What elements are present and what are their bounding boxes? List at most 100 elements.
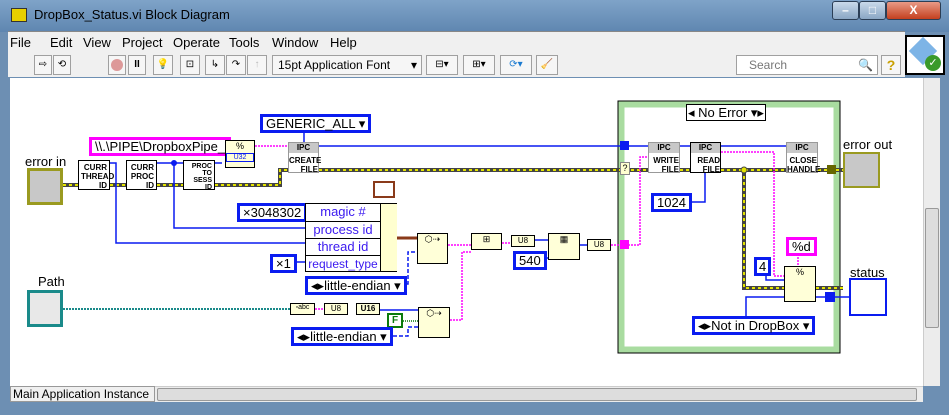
pause-icon[interactable]: II <box>128 55 146 75</box>
path-to-string-node[interactable]: ▫abc <box>290 303 315 315</box>
reorder-icon[interactable]: ⟳▾ <box>500 55 532 75</box>
node-label: CURR <box>130 163 154 172</box>
step-out-icon[interactable]: ↑ <box>247 55 267 75</box>
node-label: FILE <box>300 165 318 174</box>
default-status-value: Not in DropBox <box>711 318 800 333</box>
horizontal-scrollbar[interactable] <box>155 386 923 402</box>
path-label: Path <box>38 274 65 289</box>
node-label: TO <box>202 170 212 177</box>
false-constant[interactable]: F <box>387 313 403 328</box>
to-u16-node[interactable]: U16 <box>356 303 380 315</box>
endian-value: little-endian <box>324 278 391 293</box>
reshape-array-node[interactable]: ▦ <box>548 233 580 260</box>
menu-edit[interactable]: Edit <box>50 35 73 50</box>
run-arrow-icon[interactable]: ⇨ <box>34 55 52 75</box>
horizontal-scroll-thumb[interactable] <box>157 388 917 401</box>
endian-ring-2[interactable]: ◂▸little-endian ▾ <box>291 327 393 346</box>
default-status-ring[interactable]: ◂▸Not in DropBox ▾ <box>692 316 816 335</box>
path-terminal[interactable] <box>27 290 63 327</box>
node-label: HANDLE <box>787 165 821 174</box>
concatenate-strings-node[interactable]: ⊞ <box>471 233 502 250</box>
help-icon[interactable]: ? <box>881 55 901 75</box>
cluster-field-request-type: request_type <box>306 255 380 272</box>
format-string-constant[interactable]: %d <box>786 237 817 256</box>
string-to-u8-node-2[interactable]: U8 <box>324 303 348 315</box>
node-header: IPC <box>691 143 720 153</box>
toolbar: ⇨ ⟲ II 💡 ⊡ ↳ ↷ ↑ 15pt Application Font▾ … <box>8 51 905 77</box>
case-structure-border <box>617 100 841 354</box>
case-selector[interactable]: ◂ No Error ▾▸ <box>686 104 766 121</box>
u8-to-string-node[interactable]: U8 <box>587 239 611 251</box>
retain-wire-values-icon[interactable]: ⊡ <box>180 55 200 75</box>
font-dropdown[interactable]: 15pt Application Font▾ <box>272 55 422 75</box>
vertical-scroll-thumb[interactable] <box>925 208 939 328</box>
status-bar-context: Main Application Instance <box>10 386 155 402</box>
case-structure-frame <box>617 100 841 354</box>
close-button[interactable]: X <box>886 1 941 20</box>
search-input[interactable]: Search <box>749 58 788 72</box>
node-label: CREATE <box>289 156 322 165</box>
error-in-terminal[interactable] <box>27 168 63 205</box>
menu-file[interactable]: File <box>10 35 31 50</box>
node-header: IPC <box>289 143 318 153</box>
bundle-by-name-node[interactable]: magic # process id thread id request_typ… <box>305 203 397 272</box>
node-label: PROC <box>130 172 154 181</box>
step-over-icon[interactable]: ↷ <box>226 55 246 75</box>
size-540-constant[interactable]: 540 <box>513 251 547 270</box>
chevron-down-icon: ▾ <box>358 116 366 131</box>
size-1024-constant[interactable]: 1024 <box>651 193 692 212</box>
search-icon[interactable]: 🔍 <box>858 58 873 72</box>
menu-tools[interactable]: Tools <box>229 35 260 50</box>
step-into-icon[interactable]: ↳ <box>205 55 225 75</box>
status-indicator-terminal[interactable] <box>849 278 887 316</box>
vertical-scrollbar[interactable] <box>923 78 940 386</box>
cluster-field-process-id: process id <box>306 221 380 238</box>
numeric-wires <box>110 131 849 316</box>
magic-constant[interactable]: ×3048302 <box>237 203 308 222</box>
format-into-string-node[interactable]: %U32 <box>225 140 255 168</box>
node-label: FILE <box>702 165 720 174</box>
tunnel <box>620 141 629 150</box>
menu-window[interactable]: Window <box>272 35 319 50</box>
case-selector-terminal[interactable]: ? <box>620 162 630 175</box>
error-out-terminal[interactable] <box>843 152 880 188</box>
distribute-objects-icon[interactable]: ⊞▾ <box>463 55 495 75</box>
endian-ring-1[interactable]: ◂▸little-endian ▾ <box>305 276 407 295</box>
request-type-constant[interactable]: ×1 <box>270 254 297 273</box>
align-objects-icon[interactable]: ⊟▾ <box>426 55 458 75</box>
abort-icon[interactable] <box>108 55 126 75</box>
string-to-u8-node[interactable]: U8 <box>511 235 535 247</box>
menu-help[interactable]: Help <box>330 35 357 50</box>
cluster-field-magic: magic # <box>320 204 366 219</box>
u32-label: U32 <box>226 153 254 162</box>
flatten-to-string-node-2[interactable]: ⬡⇢ <box>418 307 450 338</box>
flatten-to-string-node-1[interactable]: ⬡⇢ <box>417 233 448 264</box>
menu-project[interactable]: Project <box>122 35 163 50</box>
minimize-button[interactable]: – <box>832 1 859 20</box>
string-wires <box>215 145 799 321</box>
search-box[interactable]: Search 🔍 <box>736 55 878 75</box>
generic-all-ring[interactable]: GENERIC_ALL ▾ <box>260 114 372 133</box>
pipe-name-constant[interactable]: \\.\PIPE\DropboxPipe_ <box>89 137 232 156</box>
maximize-button[interactable]: □ <box>859 1 886 20</box>
offset-4-constant[interactable]: 4 <box>754 257 772 276</box>
run-continuously-icon[interactable]: ⟲ <box>53 55 71 75</box>
scan-from-string-node[interactable]: % <box>784 266 816 302</box>
menu-operate[interactable]: Operate <box>173 35 220 50</box>
menu-view[interactable]: View <box>83 35 111 50</box>
cluster-field-thread-id: thread id <box>306 238 380 255</box>
generic-all-value: GENERIC_ALL <box>266 116 356 131</box>
clean-up-diagram-icon[interactable]: 🧹 <box>536 55 558 75</box>
case-selector-value: No Error <box>698 105 748 120</box>
highlight-execution-icon[interactable]: 💡 <box>153 55 173 75</box>
tunnel <box>827 165 836 174</box>
node-label: ID <box>146 181 154 190</box>
